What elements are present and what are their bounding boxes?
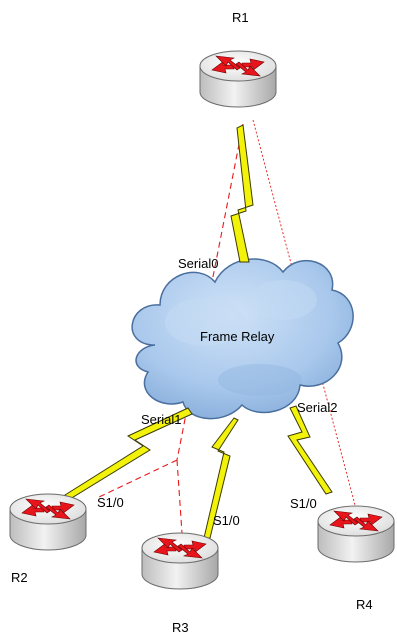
interface-serial0-label: Serial0	[178, 256, 218, 271]
pvc-r3-r2	[96, 459, 178, 499]
serial-link-cloud-r3	[203, 417, 239, 539]
pvc-r3-drop	[176, 459, 183, 534]
router-r2	[9, 493, 87, 551]
cloud-label: Frame Relay	[200, 329, 275, 344]
frame-relay-cloud: Frame Relay	[131, 258, 354, 420]
router-r1-label: R1	[232, 10, 249, 25]
router-r4	[317, 505, 395, 563]
r3-port-label: S1/0	[213, 513, 240, 528]
router-r1	[199, 50, 277, 108]
serial-link-cloud-r4	[287, 405, 333, 495]
r4-port-label: S1/0	[290, 496, 317, 511]
interface-serial2-label: Serial2	[297, 400, 337, 415]
interface-serial1-label: Serial1	[141, 412, 181, 427]
router-r3	[141, 532, 219, 590]
r2-port-label: S1/0	[97, 495, 124, 510]
router-r4-label: R4	[356, 597, 373, 612]
serial-link-r1-cloud	[230, 124, 254, 263]
router-r3-label: R3	[172, 620, 189, 634]
router-r2-label: R2	[11, 570, 28, 585]
